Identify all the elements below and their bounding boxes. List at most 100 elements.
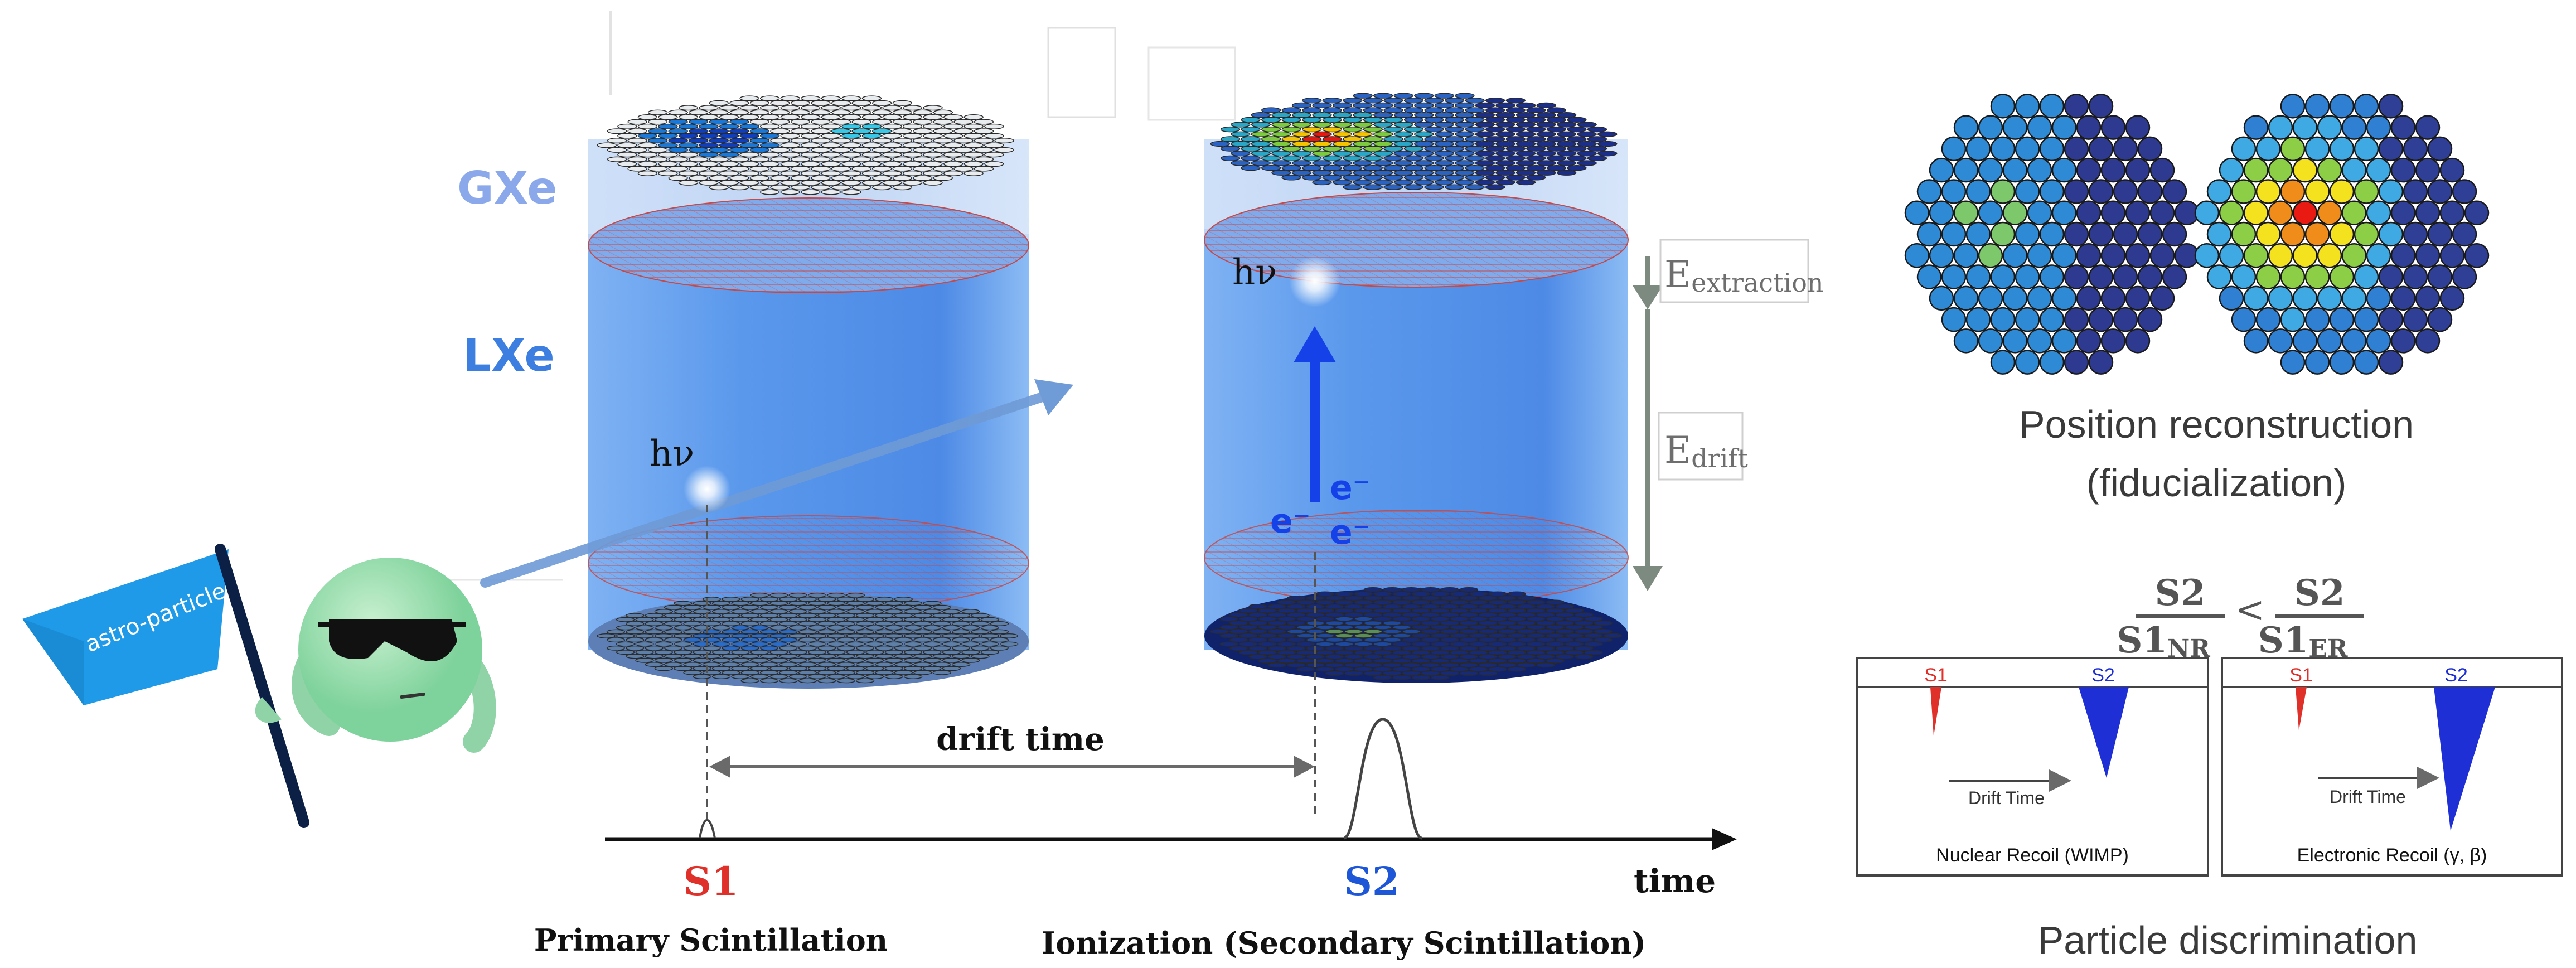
pmt	[943, 152, 963, 158]
pmt	[871, 175, 892, 181]
pmt	[1450, 616, 1469, 622]
pmt	[801, 105, 821, 111]
pmt	[2194, 200, 2220, 225]
pmt	[963, 152, 984, 158]
pmt	[1393, 141, 1413, 147]
pmt	[1479, 671, 1498, 676]
pmt	[739, 123, 759, 129]
pmt	[1455, 131, 1475, 137]
pmt	[739, 105, 759, 111]
pmt	[635, 633, 654, 638]
pmt	[731, 641, 750, 647]
pmt	[953, 128, 974, 134]
pmt	[1465, 136, 1485, 142]
pmt	[971, 621, 990, 626]
pmt	[1383, 117, 1403, 123]
pmt	[1296, 658, 1315, 664]
pmt	[1459, 603, 1479, 609]
pmt	[1219, 625, 1239, 630]
pmt	[1258, 658, 1277, 664]
pmt	[963, 114, 984, 120]
pmt	[709, 119, 729, 125]
pmt	[807, 592, 827, 598]
pmt	[1495, 141, 1515, 147]
pmt	[1495, 112, 1515, 118]
pmt	[831, 147, 851, 153]
pmt	[801, 189, 821, 195]
pmt	[855, 613, 875, 618]
pmt	[719, 133, 739, 139]
pmt	[865, 641, 884, 647]
pmt	[1450, 599, 1469, 605]
pmt	[855, 670, 875, 675]
pmt	[769, 601, 788, 606]
pmt	[980, 617, 999, 622]
pmt	[739, 152, 759, 158]
pmt	[1291, 112, 1312, 118]
pmt	[913, 662, 932, 667]
pmt	[1315, 599, 1335, 605]
pmt	[1281, 136, 1301, 142]
pmt	[1354, 608, 1373, 613]
pmt	[2088, 264, 2114, 289]
pmt	[851, 175, 871, 181]
pmt	[1440, 629, 1459, 635]
pmt	[1475, 179, 1495, 186]
pmt	[1546, 136, 1567, 142]
pmt	[923, 625, 942, 631]
pmt	[892, 147, 912, 153]
pmt	[2064, 94, 2089, 119]
pmt	[971, 637, 990, 643]
pmt	[1353, 170, 1373, 176]
pmt	[846, 641, 865, 647]
pmt	[1373, 641, 1392, 647]
pmt	[1363, 646, 1383, 651]
pmt	[846, 617, 865, 622]
pmt	[2137, 264, 2163, 289]
pmt	[731, 657, 750, 663]
pmt	[770, 185, 790, 191]
pmt	[1335, 591, 1354, 597]
pmt	[1383, 184, 1403, 190]
pmt	[1287, 637, 1306, 643]
pmt	[827, 650, 846, 655]
pmt	[637, 152, 658, 158]
pmt	[1335, 599, 1354, 605]
pmt	[1241, 126, 1261, 133]
pmt	[749, 147, 770, 153]
top-pmt-array	[597, 95, 1014, 195]
pmt	[1312, 102, 1332, 109]
pmt	[1363, 629, 1383, 635]
pmt	[699, 152, 719, 158]
pmt	[1354, 641, 1373, 647]
pmt	[846, 633, 865, 638]
pmt	[750, 592, 769, 598]
pmt	[1575, 612, 1594, 618]
pmt	[693, 625, 711, 631]
pmt	[1271, 141, 1291, 147]
pmt	[1488, 666, 1507, 672]
pmt	[1231, 122, 1251, 128]
pmt	[923, 142, 943, 148]
pmt	[1498, 612, 1517, 618]
pmt	[674, 650, 693, 655]
pmt	[1312, 141, 1332, 147]
pmt	[817, 613, 836, 618]
pmt	[645, 621, 664, 626]
pmt	[2027, 243, 2052, 268]
pmt	[1373, 93, 1393, 99]
pmt	[933, 166, 953, 172]
pmt	[2304, 94, 2330, 119]
pmt	[846, 650, 865, 655]
pmt	[1315, 616, 1335, 622]
pmt	[846, 625, 865, 631]
pmt	[1941, 307, 1967, 332]
pmt	[846, 657, 865, 663]
pmt	[942, 625, 961, 631]
pmt	[1373, 591, 1392, 597]
pmt	[994, 147, 1014, 153]
pmt	[1546, 165, 1567, 171]
pmt	[637, 133, 658, 139]
pmt	[1261, 146, 1281, 152]
pmt	[674, 625, 693, 631]
